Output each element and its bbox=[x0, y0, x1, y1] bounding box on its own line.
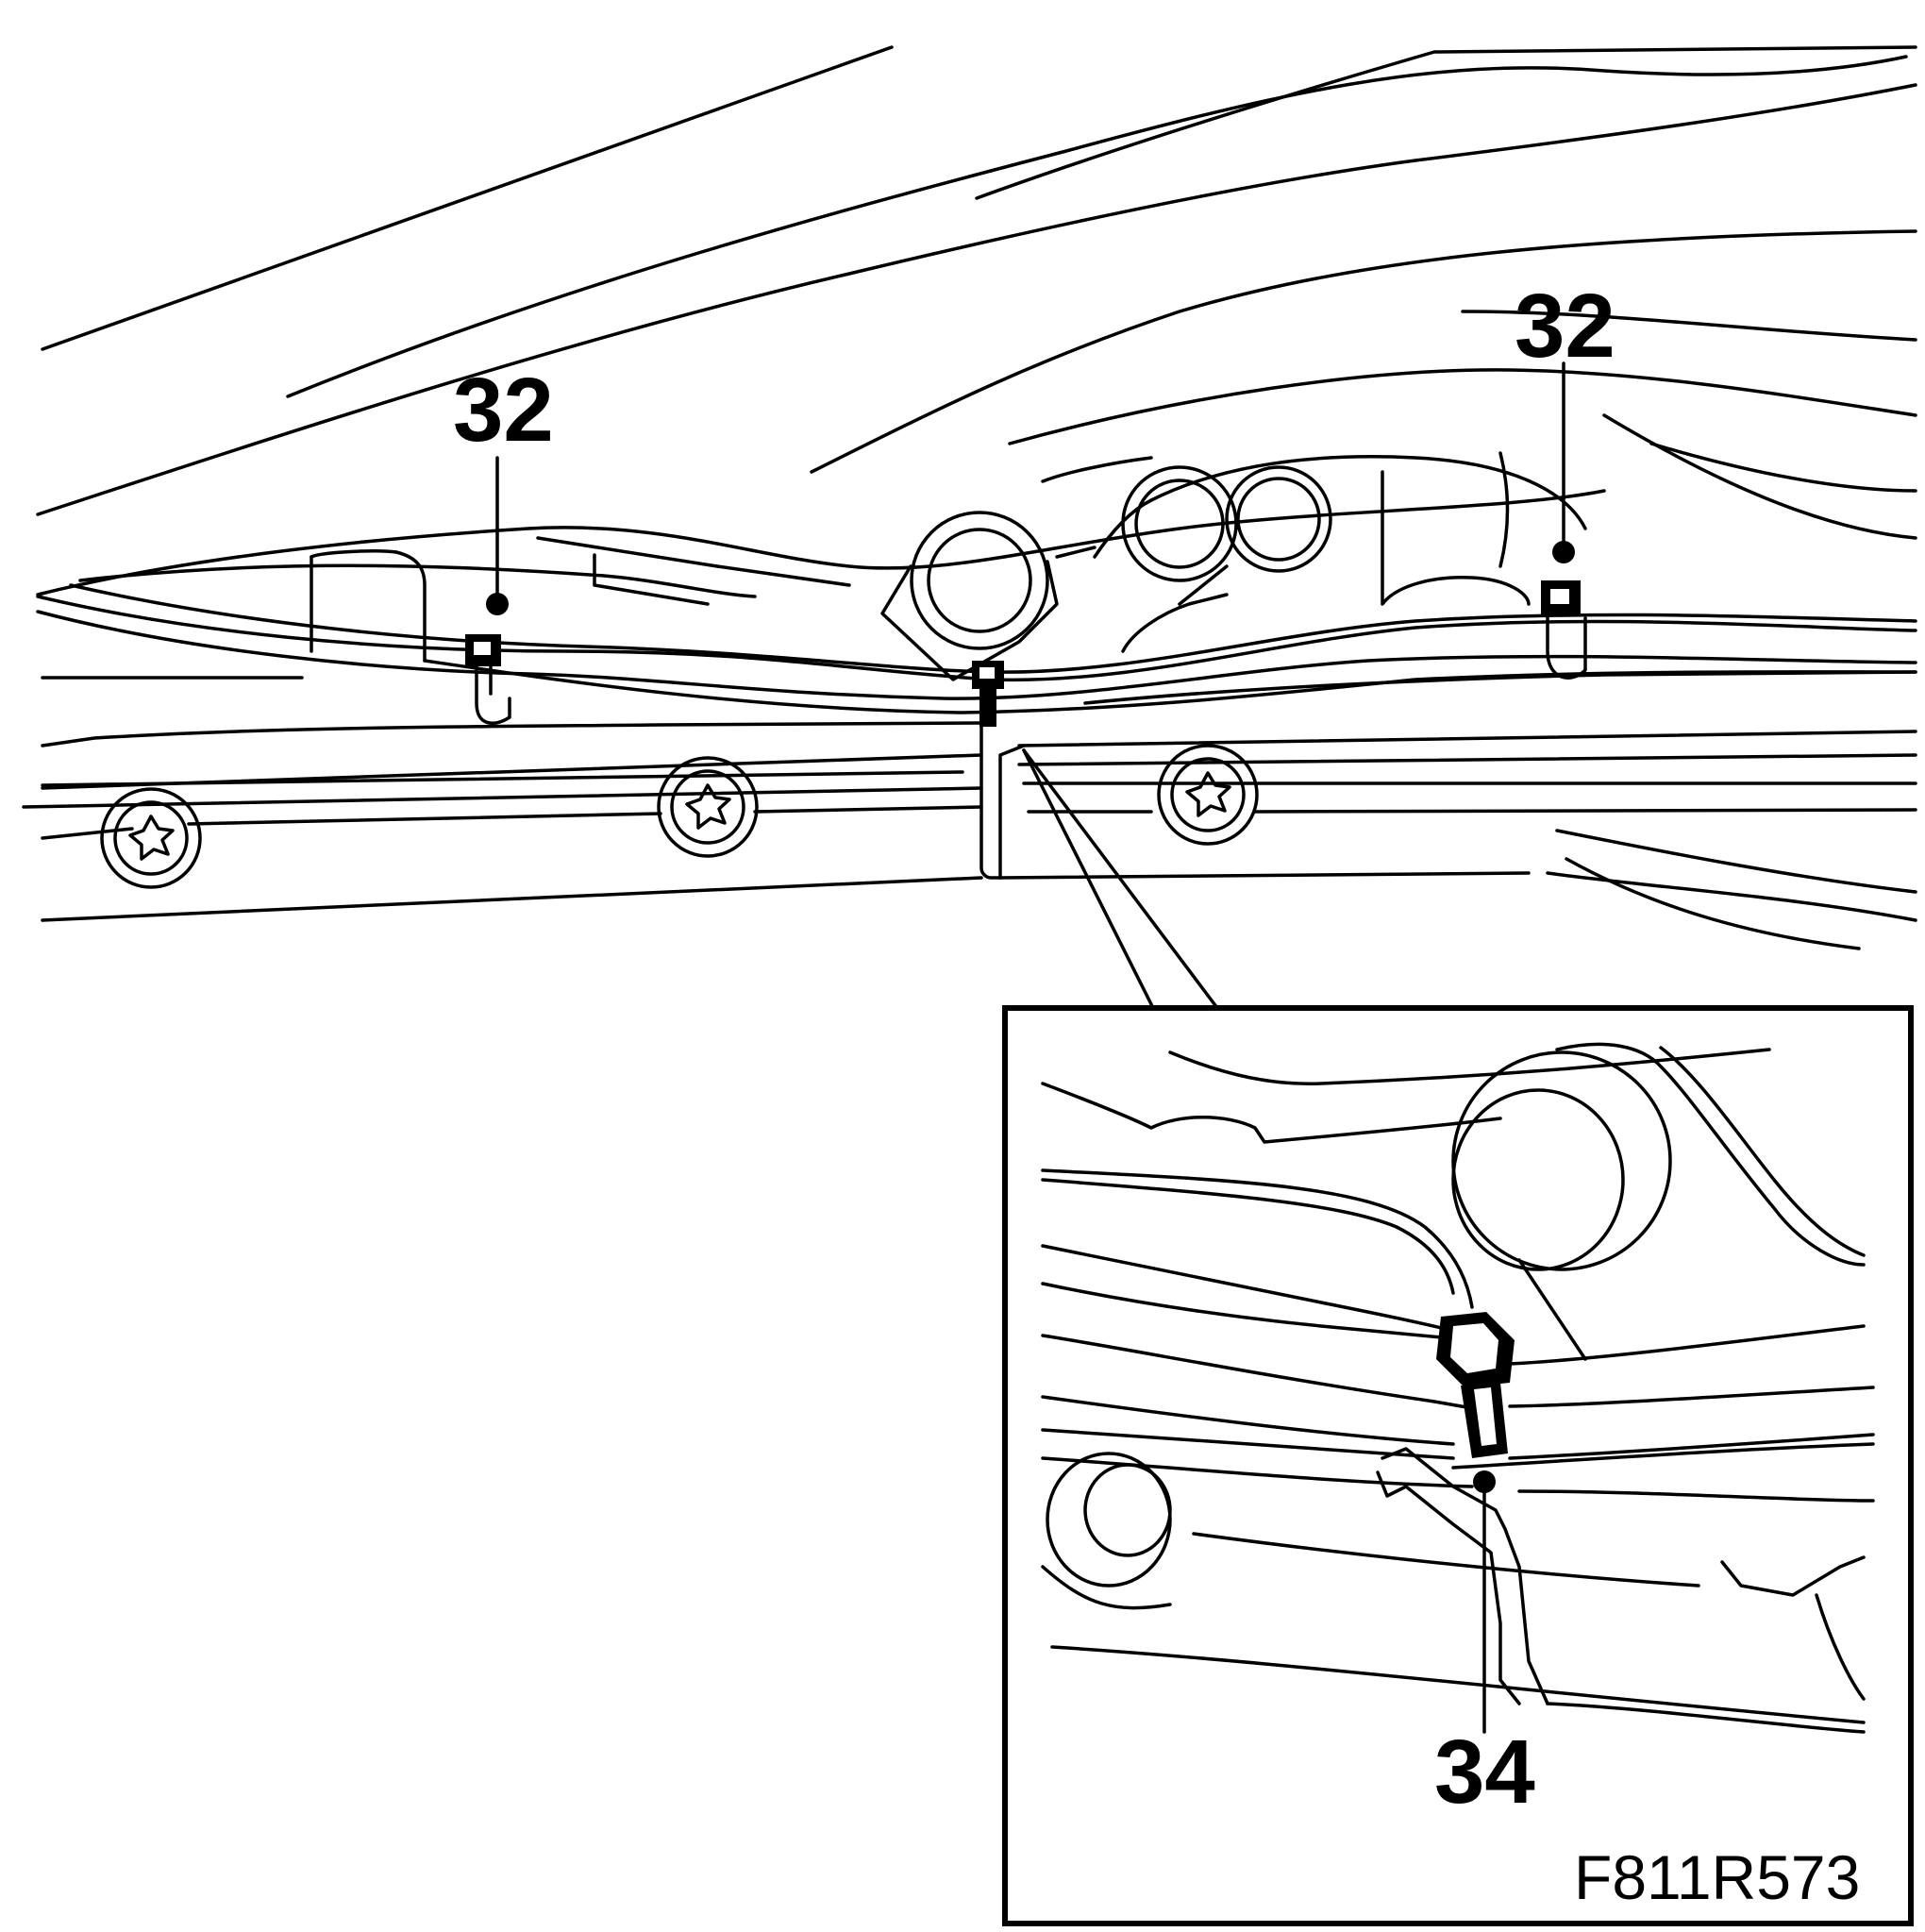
inset-round-boss bbox=[1451, 1042, 1866, 1361]
torx-screw-1 bbox=[100, 787, 202, 889]
leader-lines-main bbox=[486, 361, 1575, 615]
pipe-openings bbox=[880, 465, 1332, 681]
detail-inset bbox=[1002, 1005, 1914, 1926]
inset-lower-body bbox=[1041, 1447, 1866, 1734]
callout-right-32: 32 bbox=[1515, 276, 1615, 377]
body-contour-lines bbox=[36, 45, 1917, 540]
inset-cable-tie bbox=[1436, 1312, 1515, 1458]
cable-tie-right bbox=[1541, 580, 1587, 680]
zoom-wedge bbox=[1022, 748, 1219, 1010]
callout-left-32: 32 bbox=[453, 360, 554, 461]
torx-screw-3 bbox=[1157, 744, 1259, 846]
mechanism-housing bbox=[36, 451, 1606, 663]
figure-id: F811R573 bbox=[1574, 1842, 1860, 1912]
torx-screw-2 bbox=[657, 756, 759, 858]
callout-detail-34: 34 bbox=[1434, 1722, 1535, 1823]
main-view bbox=[22, 45, 1917, 1010]
cable-tie-left bbox=[465, 634, 511, 725]
cable-tie-center bbox=[972, 661, 1004, 727]
guide-rails bbox=[22, 676, 1917, 950]
inset-contours bbox=[1041, 1048, 1875, 1503]
inset-leader bbox=[1473, 1470, 1496, 1734]
